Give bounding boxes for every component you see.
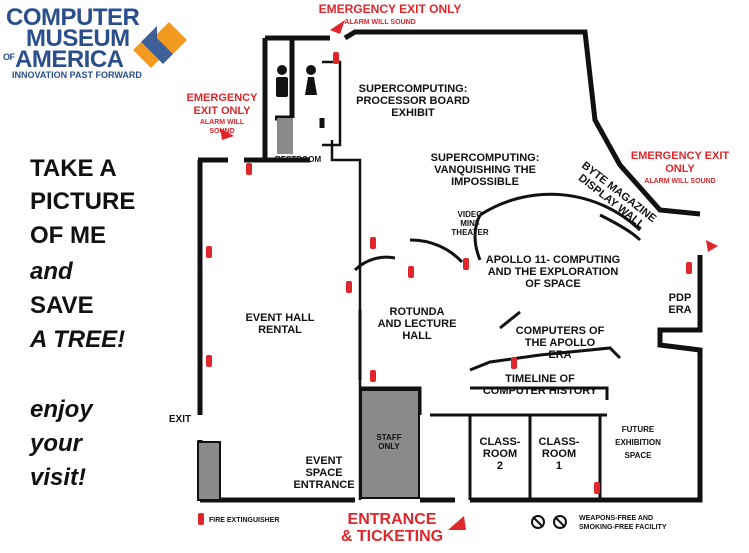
fire-extinguisher-icon — [206, 355, 212, 367]
side-exit-label: EXIT — [168, 414, 192, 425]
promo-line-6: A TREE! — [30, 326, 126, 353]
female-restroom-icon — [305, 65, 317, 95]
exit-arrow-icon — [448, 516, 466, 530]
restroom-fill — [277, 118, 293, 154]
exit-stair-fill — [197, 441, 221, 501]
promo-line-3: OF ME — [30, 222, 106, 249]
fire-extinguisher-icon — [408, 266, 414, 278]
logo-america: AMERICA — [15, 46, 124, 73]
exit-top-title: EMERGENCY EXIT ONLY — [318, 2, 462, 16]
exit-arrows — [220, 20, 718, 530]
enjoy-line-1: enjoy — [30, 396, 93, 423]
fire-extinguisher-icon — [370, 370, 376, 382]
no-smoking-icon — [553, 515, 567, 529]
exit-arrow-icon — [330, 20, 345, 34]
enjoy-line-3: visit! — [30, 464, 87, 491]
fire-extinguisher-icon — [594, 482, 600, 494]
exit-arrow-icon — [220, 128, 234, 140]
logo-museum: MUSEUM — [26, 25, 130, 52]
entrance-label-2: & TICKETING — [340, 528, 444, 545]
extinguisher-legend: FIRE EXTINGUISHER — [209, 517, 280, 524]
exit-left-title-2: EXIT ONLY — [193, 105, 251, 117]
fire-extinguisher-icon — [463, 258, 469, 270]
exit-arrow-icon — [706, 240, 718, 252]
male-restroom-icon — [276, 65, 288, 97]
exit-left-sub-1: ALARM WILL — [199, 119, 245, 126]
fire-extinguisher-icon — [686, 262, 692, 274]
exit-right-title-1: EMERGENCY EXIT — [630, 150, 730, 162]
restroom-label: RESTROOM — [274, 155, 322, 164]
entrance-label-1: ENTRANCE — [347, 511, 437, 528]
no-weapons-icon — [531, 515, 545, 529]
fire-extinguisher-icon — [206, 246, 212, 258]
logo-computer: COMPUTER — [6, 4, 140, 31]
enjoy-line-2: your — [30, 430, 83, 457]
promo-line-4: and — [30, 258, 73, 285]
fire-extinguisher-icon — [198, 513, 204, 525]
exit-top-sub: ALARM WILL SOUND — [344, 19, 416, 26]
fire-extinguisher-icon — [333, 52, 339, 64]
fire-extinguisher-icon — [246, 163, 252, 175]
exit-left-title-1: EMERGENCY — [186, 92, 258, 104]
logo-of: OF — [3, 52, 15, 62]
logo-tagline: INNOVATION PAST FORWARD — [12, 70, 142, 80]
fire-extinguishers — [198, 52, 692, 525]
fire-extinguisher-icon — [370, 237, 376, 249]
logo-chevron-icon — [133, 12, 187, 68]
staff-room-fill — [360, 389, 420, 499]
exit-right-title-2: ONLY — [665, 163, 695, 175]
promo-line-2: PICTURE — [30, 188, 136, 215]
fire-extinguisher-icon — [346, 281, 352, 293]
exit-left-sub-2: SOUND — [209, 128, 235, 135]
promo-line-5: SAVE — [30, 292, 94, 319]
promo-line-1: TAKE A — [30, 155, 117, 182]
exit-right-sub: ALARM WILL SOUND — [644, 178, 716, 185]
fire-extinguisher-icon — [511, 357, 517, 369]
